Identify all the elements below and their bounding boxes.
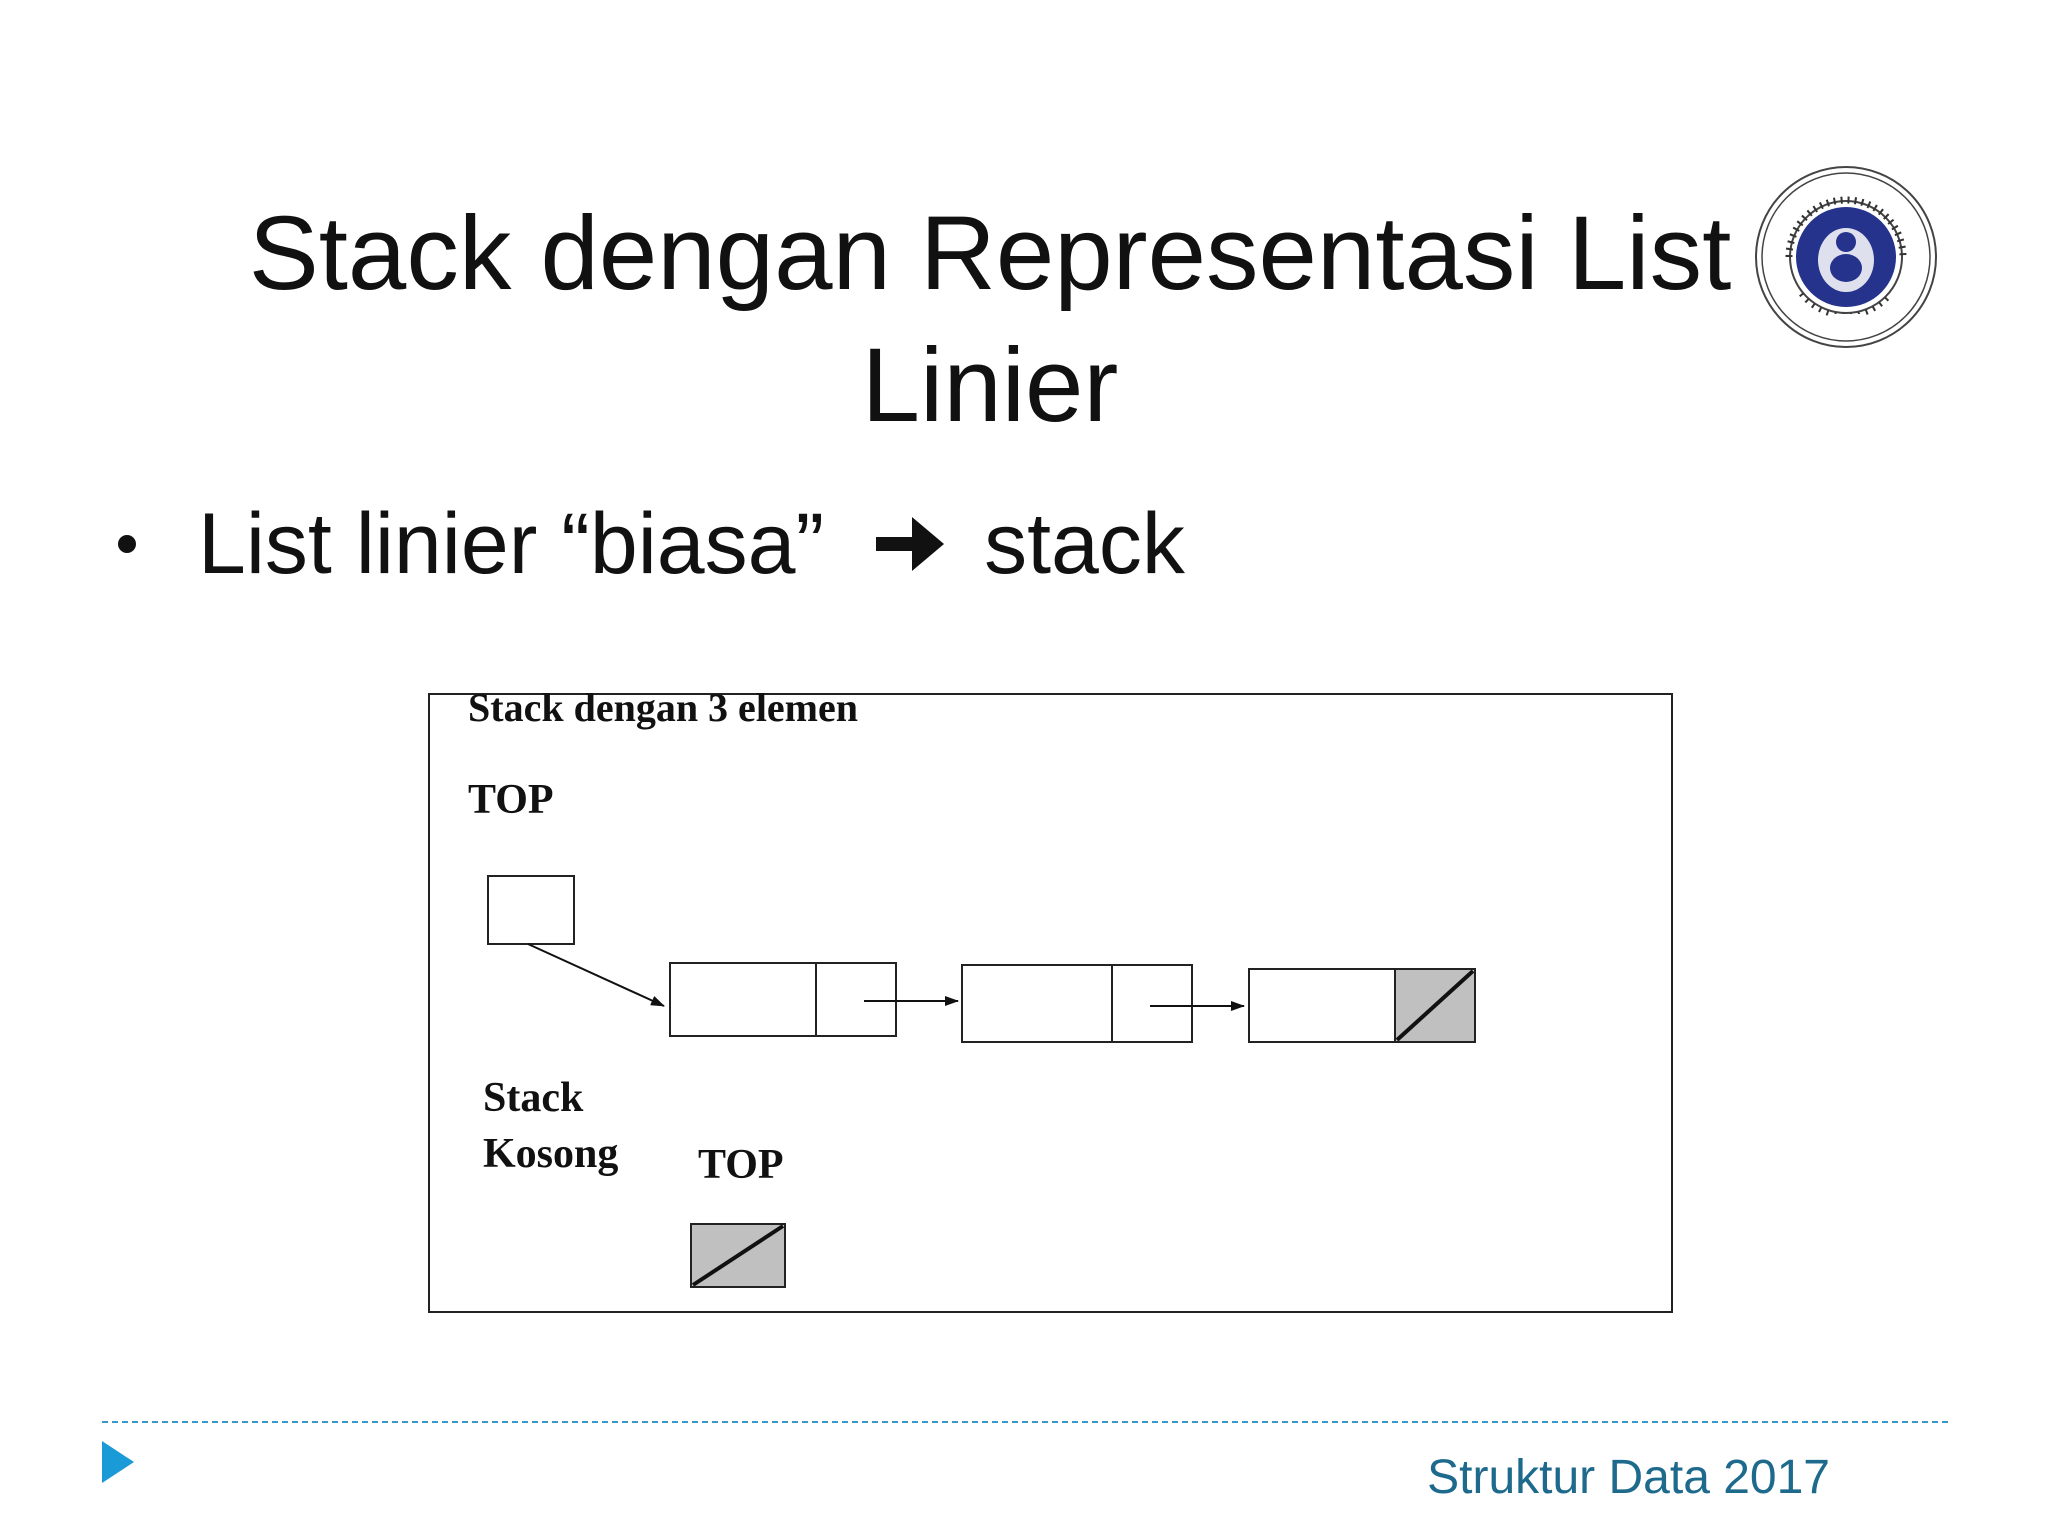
empty-top-nil-box — [690, 1223, 786, 1288]
top-label: TOP — [468, 777, 554, 823]
stack-node-3 — [1248, 968, 1476, 1043]
empty-stack-label-line-2: Kosong — [483, 1131, 618, 1177]
empty-stack-label-line-1: Stack — [483, 1075, 584, 1121]
bullet-text-list-linier: List linier “biasa” — [198, 495, 825, 592]
empty-top-label: TOP — [698, 1142, 784, 1188]
node-1-info-cell — [669, 962, 817, 1037]
top-pointer-arrow — [527, 943, 665, 1007]
node-3-info-cell — [1248, 968, 1396, 1043]
right-arrow-icon — [876, 517, 945, 571]
itb-logo-icon — [1755, 166, 1937, 348]
node-1-next-cell — [815, 962, 897, 1037]
empty-top-nil-slash-icon — [691, 1224, 785, 1287]
stack-diagram: Stack dengan 3 elemen TOP — [428, 685, 1673, 1313]
title-line-1: Stack dengan Representasi List — [248, 195, 1732, 312]
node-3-nil-slash-icon — [1395, 969, 1475, 1042]
footer-course-label: Struktur Data 2017 — [1427, 1451, 1830, 1504]
footer-divider — [102, 1421, 1948, 1423]
diagram-caption: Stack dengan 3 elemen — [468, 693, 858, 730]
slide-title: Stack dengan Representasi List Linier — [120, 188, 1860, 452]
stack-diagram-svg: Stack dengan 3 elemen TOP — [428, 685, 1673, 1313]
top-pointer-box — [487, 875, 575, 945]
stack-node-1 — [669, 962, 897, 1037]
node-2-info-cell — [961, 964, 1113, 1043]
bullet-dot-icon — [118, 535, 136, 553]
stack-node-2 — [961, 964, 1193, 1043]
node-2-next-cell — [1111, 964, 1193, 1043]
bullet-text-stack: stack — [984, 495, 1185, 592]
footer-triangle-icon — [102, 1441, 134, 1483]
bullet-item: List linier “biasa” stack — [118, 494, 1185, 594]
title-line-2: Linier — [861, 327, 1119, 444]
